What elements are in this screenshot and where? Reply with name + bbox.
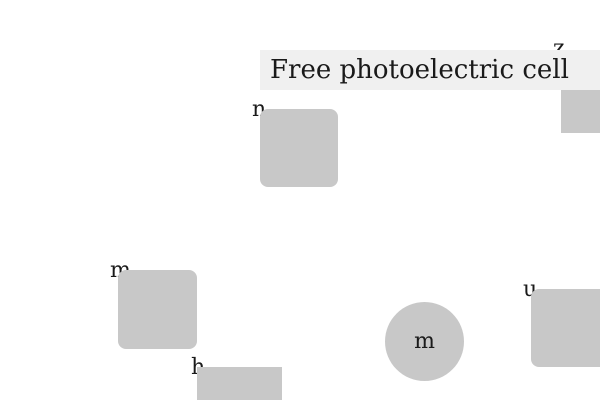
tile-n[interactable] <box>260 109 338 187</box>
tile-h[interactable] <box>197 367 282 400</box>
circle-m-label: m <box>414 329 435 354</box>
page-title: Free photoelectric cell <box>260 50 600 90</box>
tile-m-left[interactable] <box>118 270 197 349</box>
circle-m[interactable]: m <box>385 302 464 381</box>
tile-z-label: z <box>553 36 565 61</box>
tile-u[interactable] <box>531 289 600 367</box>
